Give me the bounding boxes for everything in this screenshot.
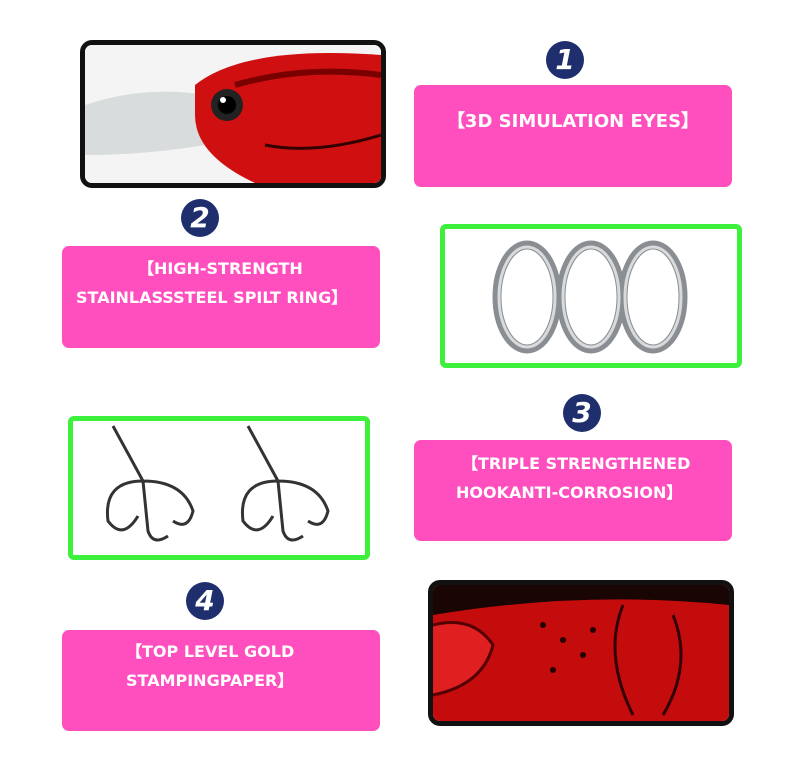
feature-text: HOOKANTI-CORROSION】 — [456, 483, 683, 502]
feature-panel-stamping: 【TOP LEVEL GOLD STAMPINGPAPER】 — [62, 630, 380, 731]
feature-text: 【HIGH-STRENGTH — [138, 259, 303, 278]
feature-text: STAINLASSSTEEL SPILT RING】 — [76, 288, 348, 307]
feature-text: 【TOP LEVEL GOLD — [126, 642, 295, 661]
lure-eye-photo — [80, 40, 386, 188]
feature-panel-eyes: 【3D SIMULATION EYES】 — [414, 85, 732, 187]
feature-text: 【TRIPLE STRENGTHENED — [462, 454, 691, 473]
feature-panel-split-ring: 【HIGH-STRENGTH STAINLASSSTEEL SPILT RING… — [62, 246, 380, 348]
feature-panel-hooks: 【TRIPLE STRENGTHENED HOOKANTI-CORROSION】 — [414, 440, 732, 541]
feature-number-badge: 2 — [181, 199, 219, 237]
feature-number-badge: 3 — [563, 394, 601, 432]
feature-number-badge: 1 — [546, 41, 584, 79]
feature-number-badge: 4 — [186, 582, 224, 620]
feature-text: STAMPINGPAPER】 — [126, 671, 294, 690]
feature-text: 【3D SIMULATION EYES】 — [446, 111, 700, 132]
split-rings-photo — [440, 224, 742, 368]
treble-hooks-photo — [68, 416, 370, 560]
lure-body-photo — [428, 580, 734, 726]
